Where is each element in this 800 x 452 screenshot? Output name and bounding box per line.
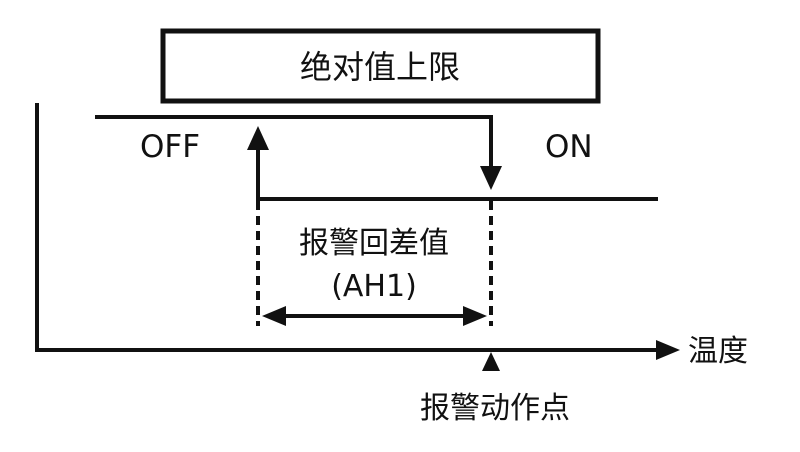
title-box	[160, 28, 601, 104]
hysteresis-span-right-arrowhead	[463, 306, 487, 326]
state-off-label: OFF	[140, 129, 200, 165]
hysteresis-span-left-arrowhead	[262, 306, 286, 326]
action-point-label: 报警动作点	[420, 391, 570, 426]
switch-off-arrowhead	[247, 126, 269, 150]
state-on-label: ON	[545, 129, 593, 165]
x-axis-arrowhead	[656, 340, 680, 360]
hysteresis-code: (AH1)	[331, 269, 417, 304]
hysteresis-label: 报警回差值	[299, 226, 449, 261]
title-text: 绝对值上限	[300, 48, 460, 86]
x-axis-label: 温度	[688, 334, 748, 369]
action-point-marker	[482, 352, 500, 371]
switch-on-arrowhead	[480, 166, 502, 190]
